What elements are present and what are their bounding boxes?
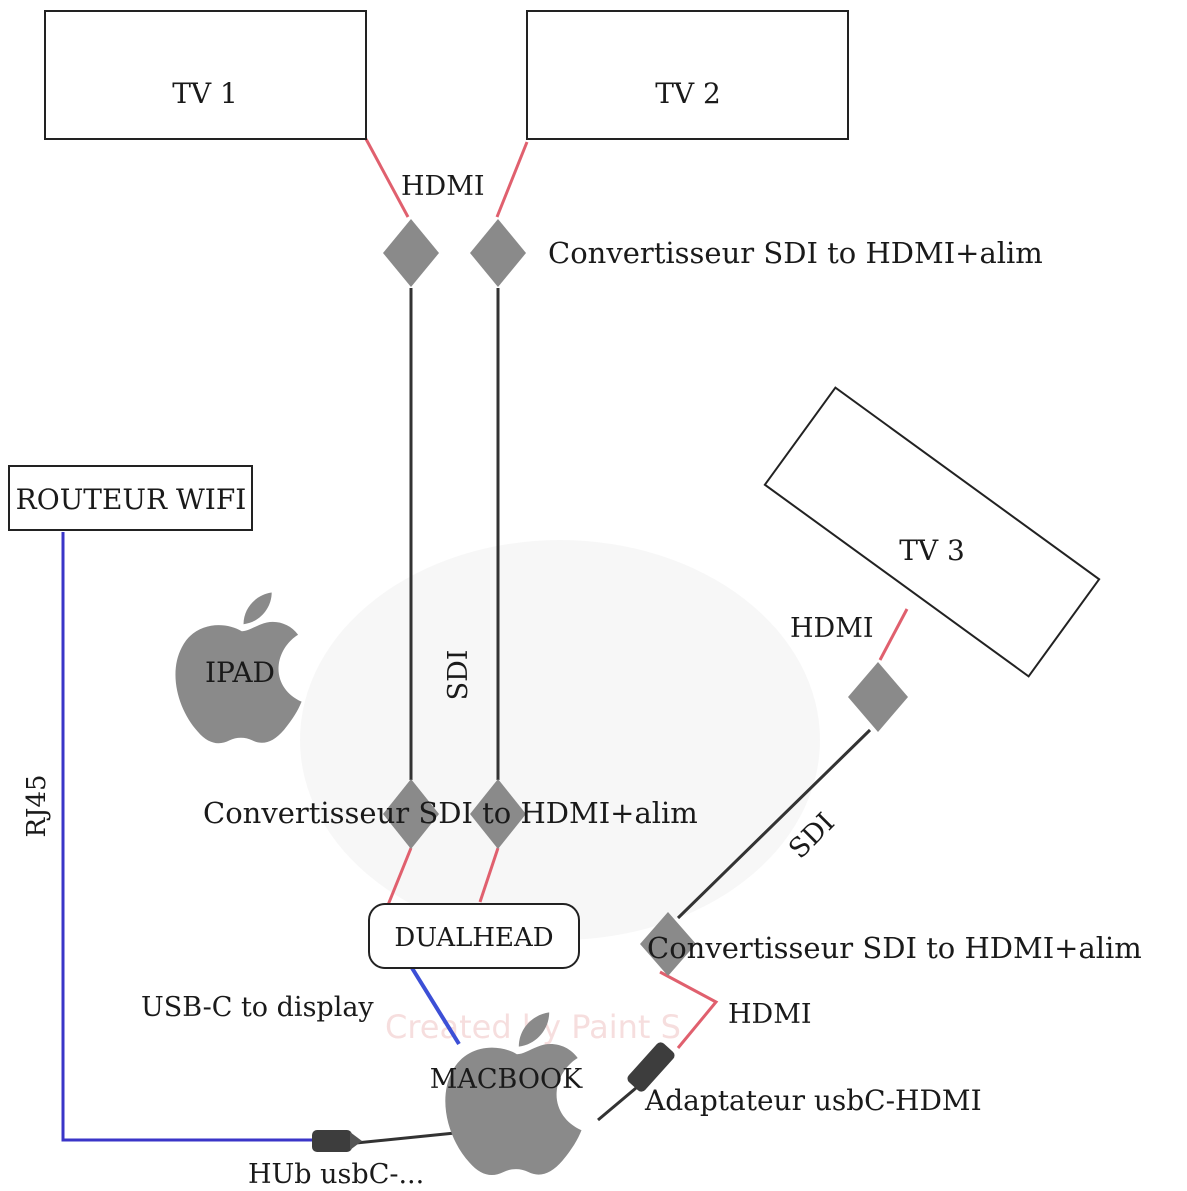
rj45-label: RJ45 <box>22 774 52 837</box>
tv1-label: TV 1 <box>172 77 238 110</box>
router-box <box>8 465 253 531</box>
tv3-box <box>763 386 1101 678</box>
sdi-label-vertical: SDI <box>443 650 474 701</box>
hub-label: HUb usbC-... <box>248 1159 424 1190</box>
tv3-group <box>763 386 1101 678</box>
rj45-cable <box>61 532 313 1142</box>
ipad-label: IPAD <box>205 656 275 689</box>
converter-label-middle: Convertisseur SDI to HDMI+alim <box>203 796 698 830</box>
hdmi-cable-tv3 <box>878 608 909 661</box>
converter-diamond-mid-2 <box>470 779 526 849</box>
hdmi-cable-adapter <box>659 970 719 1049</box>
usbc-display-cable <box>410 966 461 1046</box>
adapter-connector-icon <box>627 1042 675 1092</box>
hdmi-label-top: HDMI <box>401 171 485 202</box>
converter-diamond-top-1 <box>383 219 439 287</box>
hdmi-cable-dualhead-1 <box>386 847 413 906</box>
converter-label-top: Convertisseur SDI to HDMI+alim <box>548 236 1043 270</box>
macbook-apple-icon <box>445 1012 582 1176</box>
usbc-display-label: USB-C to display <box>141 992 374 1023</box>
converter-diamond-top-2 <box>470 219 526 287</box>
converter-diamond-tv3 <box>848 662 908 732</box>
macbook-label: MACBOOK <box>430 1064 583 1095</box>
hdmi-cable-tv1 <box>364 138 410 218</box>
hdmi-cable-tv2 <box>495 141 529 218</box>
converter-label-right: Convertisseur SDI to HDMI+alim <box>647 931 1142 965</box>
tv1-box <box>44 10 367 140</box>
sdi-cable-3 <box>676 728 872 920</box>
dualhead-box <box>368 903 580 969</box>
hdmi-label-bottom: HDMI <box>728 999 812 1030</box>
watermark <box>300 540 820 940</box>
converter-diamond-right <box>640 912 696 976</box>
hub-cable <box>355 1131 456 1145</box>
ipad-apple-icon <box>175 592 302 744</box>
hdmi-label-tv3: HDMI <box>790 613 874 644</box>
router-label: ROUTEUR WIFI <box>16 483 247 516</box>
converter-diamond-mid-1 <box>383 779 439 849</box>
dualhead-label: DUALHEAD <box>394 923 553 953</box>
adapter-cable <box>597 1086 637 1122</box>
tv2-box <box>526 10 849 140</box>
tv2-label: TV 2 <box>655 77 721 110</box>
hdmi-cable-dualhead-2 <box>478 847 500 903</box>
adapter-label: Adaptateur usbC-HDMI <box>644 1084 982 1117</box>
tv3-label: TV 3 <box>899 534 965 567</box>
hub-connector-icon <box>312 1130 362 1152</box>
